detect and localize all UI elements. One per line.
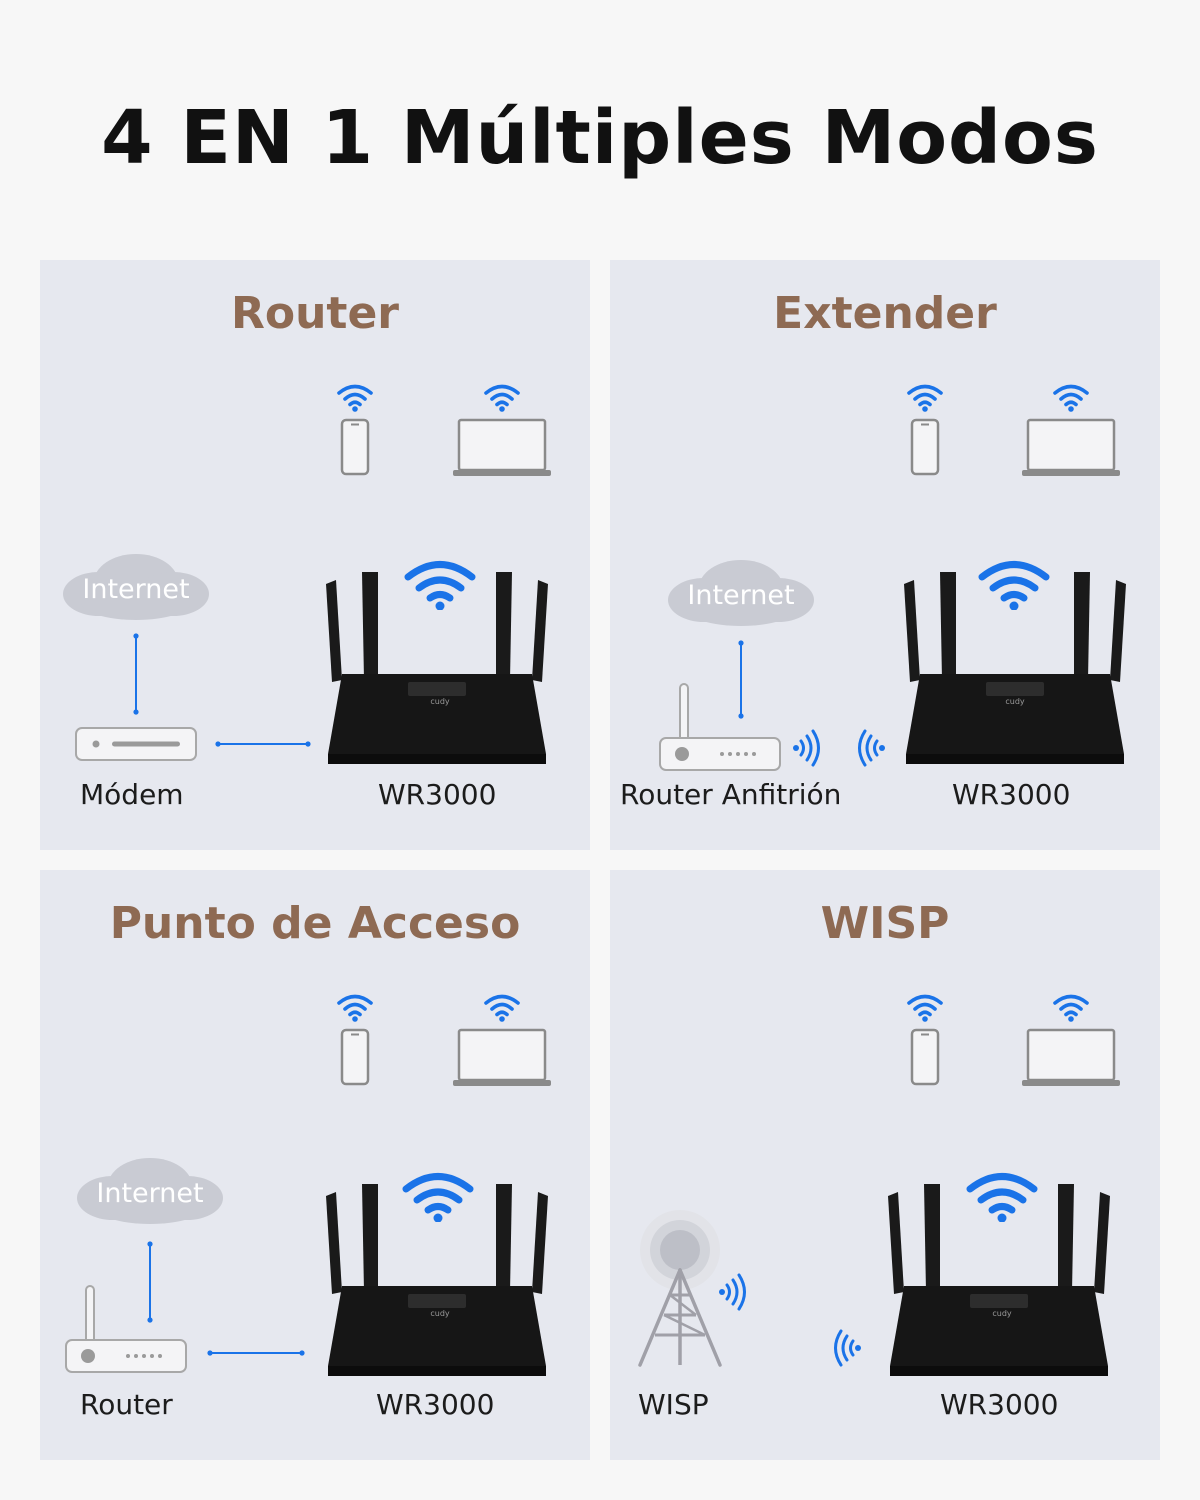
signal-out-icon [718, 1273, 746, 1311]
access-point-mode-diagram: Internet cudy [65, 994, 552, 1376]
ap-router-icon [65, 1285, 187, 1373]
extender-mode-diagram: Internet cudy [659, 384, 1126, 771]
wifi-icon [1053, 994, 1089, 1022]
phone-icon [340, 1028, 370, 1086]
router-mode-diagram: Internet cudy [63, 384, 552, 764]
wifi-big-icon [406, 1177, 470, 1223]
laptop-icon [1021, 1028, 1121, 1088]
router-brand: cudy [430, 697, 450, 706]
router-brand: cudy [992, 1309, 1012, 1318]
wifi-big-icon [408, 565, 472, 611]
panel-title: Extender [773, 288, 997, 339]
panel-extender: Extender Internet cudy Router Anfitrión … [610, 260, 1160, 850]
panel-wisp: WISP cudy WISP WR3000 [610, 870, 1160, 1460]
source-label: WISP [638, 1388, 709, 1421]
source-label: Router [80, 1388, 173, 1421]
laptop-icon [1021, 418, 1121, 478]
signal-in-icon [858, 729, 886, 767]
wisp-tower-icon [638, 1210, 722, 1367]
wifi-big-icon [970, 1177, 1034, 1223]
wisp-mode-diagram: cudy [638, 994, 1121, 1376]
signal-out-icon [792, 729, 820, 767]
wr3000-router-icon [888, 1184, 1110, 1376]
modem-icon [75, 727, 197, 761]
page-title: 4 EN 1 Múltiples Modos [101, 95, 1099, 181]
panel-title: WISP [820, 898, 950, 949]
wifi-icon [1053, 384, 1089, 412]
wr3000-router-icon [904, 572, 1126, 764]
phone-icon [910, 418, 940, 476]
panel-title: Router [230, 288, 399, 339]
wr3000-router-icon [326, 1184, 548, 1376]
device-label: WR3000 [376, 1388, 495, 1421]
panel-access-point: Punto de Acceso Internet cudy Router WR3… [40, 870, 590, 1460]
wifi-icon [907, 384, 943, 412]
host-router-icon [659, 683, 781, 771]
wr3000-router-icon [326, 572, 548, 764]
device-label: WR3000 [940, 1388, 1059, 1421]
panel-router: Router Internet cudy Módem WR3000 [40, 260, 590, 850]
wifi-icon [907, 994, 943, 1022]
wifi-icon [484, 994, 520, 1022]
phone-icon [910, 1028, 940, 1086]
internet-label: Internet [96, 1178, 203, 1209]
signal-in-icon [834, 1329, 862, 1367]
laptop-icon [452, 1028, 552, 1088]
wifi-icon [337, 994, 373, 1022]
panel-title: Punto de Acceso [109, 898, 521, 949]
router-brand: cudy [1005, 697, 1025, 706]
wifi-big-icon [982, 565, 1046, 611]
device-label: WR3000 [952, 778, 1071, 811]
source-label: Módem [80, 778, 184, 811]
router-brand: cudy [430, 1309, 450, 1318]
internet-label: Internet [82, 574, 189, 605]
phone-icon [340, 418, 370, 476]
laptop-icon [452, 418, 552, 478]
wifi-icon [484, 384, 520, 412]
source-label: Router Anfitrión [620, 778, 842, 811]
device-label: WR3000 [378, 778, 497, 811]
internet-label: Internet [687, 580, 794, 611]
wifi-icon [337, 384, 373, 412]
